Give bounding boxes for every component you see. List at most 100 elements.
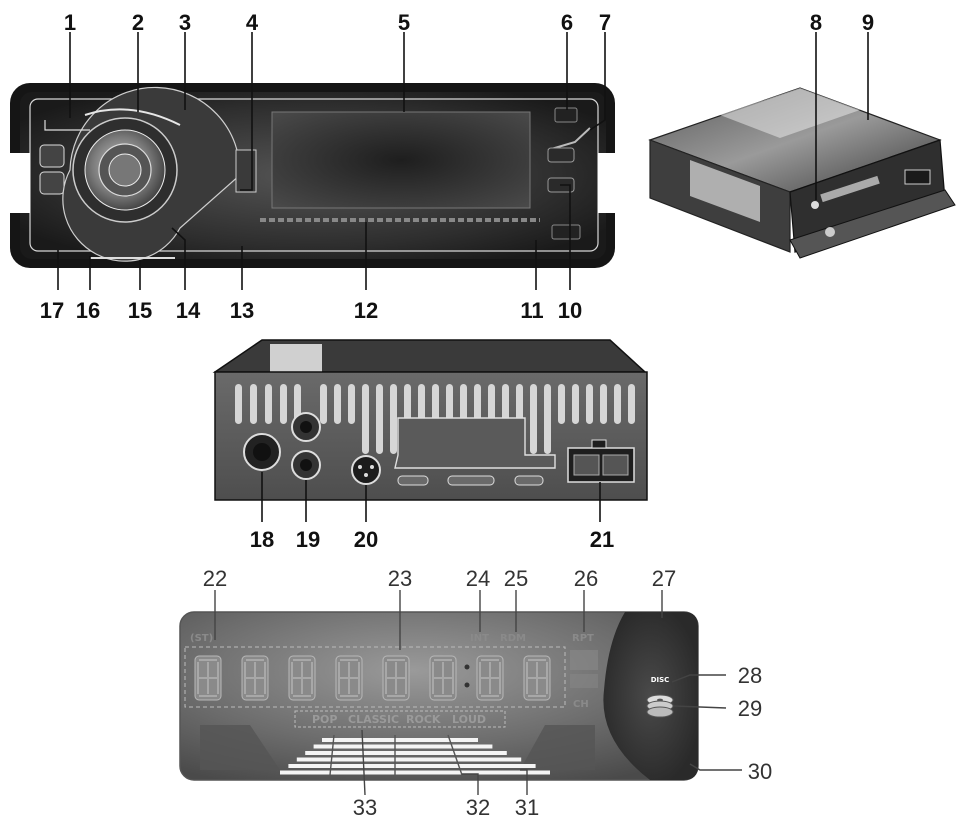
level-bar [313, 744, 493, 749]
chassis-callouts: 8 9 [810, 10, 874, 35]
vent-slot [250, 384, 257, 424]
mode-button[interactable] [235, 149, 257, 193]
vent-slot [586, 384, 593, 424]
vent-slot [544, 384, 551, 454]
lcd-int: INT [470, 633, 489, 644]
callout-8: 8 [810, 10, 822, 35]
lcd-digit [523, 655, 551, 701]
callout-32: 32 [466, 795, 490, 820]
callout-2: 2 [132, 10, 144, 35]
lcd-callouts: 22 23 24 25 26 27 28 29 30 33 32 31 [203, 566, 772, 820]
callout-30: 30 [748, 759, 772, 784]
lcd-display: (ST) INT RDM RPT CH POP CLASSIC ROCK LOU… [179, 611, 699, 781]
lcd-level-bars [280, 738, 550, 775]
vent-slot [614, 384, 621, 424]
callout-18: 18 [250, 527, 274, 552]
vent-slot [390, 384, 397, 454]
vent-slot [320, 384, 327, 424]
lcd-digit [335, 655, 363, 701]
lcd-digit [241, 655, 269, 701]
callout-16: 16 [76, 298, 100, 323]
callout-25: 25 [504, 566, 528, 591]
power-button[interactable] [554, 107, 578, 123]
level-bar [288, 764, 536, 768]
lcd-digit [476, 655, 504, 701]
callout-1: 1 [64, 10, 76, 35]
lcd-rpt: RPT [572, 633, 594, 644]
callout-11: 11 [520, 298, 543, 323]
left-tab [10, 153, 30, 213]
lcd-digit [382, 655, 410, 701]
level-bar [322, 738, 478, 742]
chassis [648, 87, 956, 259]
rear-callouts: 18 19 20 21 [250, 527, 614, 552]
rear-leaders [261, 472, 601, 522]
front-display [271, 111, 531, 209]
vent-slot [376, 384, 383, 454]
callout-19: 19 [296, 527, 320, 552]
callout-23: 23 [388, 566, 412, 591]
vent-slot [280, 384, 287, 424]
vent-slot [235, 384, 242, 424]
vent-slot [600, 384, 607, 424]
lcd-eq-loud: LOUD [452, 713, 486, 726]
callout-33: 33 [353, 795, 377, 820]
vent-slot [628, 384, 635, 424]
reset-hole [811, 201, 819, 209]
lcd-leaders [214, 590, 742, 796]
vent-slot [558, 384, 565, 424]
rear-panel [212, 339, 648, 501]
lcd-eq-classic: CLASSIC [348, 713, 399, 726]
callout-27: 27 [652, 566, 676, 591]
lcd-disc-label: DISC [651, 676, 670, 684]
callout-24: 24 [466, 566, 490, 591]
callout-20: 20 [354, 527, 378, 552]
chassis-leaders [815, 32, 869, 200]
front-callouts: 1 2 3 4 5 6 7 17 16 15 14 13 12 11 10 [40, 10, 611, 323]
vent-slot [530, 384, 537, 454]
callout-12: 12 [354, 298, 378, 323]
vent-slot [348, 384, 355, 424]
lcd-rdm: RDM [500, 633, 526, 644]
callout-9: 9 [862, 10, 874, 35]
front-panel [10, 83, 616, 268]
seek-up-button[interactable] [547, 147, 575, 163]
callout-13: 13 [230, 298, 254, 323]
chassis-slot [820, 175, 880, 203]
level-bar [296, 757, 522, 762]
vent-slot [572, 384, 579, 424]
callout-14: 14 [176, 298, 201, 323]
level-bar [305, 751, 507, 755]
callout-28: 28 [738, 663, 762, 688]
callout-21: 21 [590, 527, 614, 552]
lcd-digit [429, 655, 457, 701]
callout-4: 4 [246, 10, 259, 35]
vent-slot [265, 384, 272, 424]
din-connector [351, 455, 381, 485]
callout-10: 10 [558, 298, 582, 323]
lcd-eq-rock: ROCK [406, 713, 441, 726]
release-button[interactable] [39, 144, 65, 168]
vent-slot [334, 384, 341, 424]
disc-icon [646, 694, 674, 718]
lcd-digit [288, 655, 316, 701]
lcd-eq-pop: POP [312, 713, 337, 726]
callout-31: 31 [515, 795, 539, 820]
callout-22: 22 [203, 566, 227, 591]
level-bar [280, 770, 550, 775]
callout-17: 17 [40, 298, 64, 323]
callout-5: 5 [398, 10, 410, 35]
lcd-digit [194, 655, 222, 701]
callout-7: 7 [599, 10, 611, 35]
right-tab [598, 153, 616, 213]
lcd-digits [194, 655, 551, 701]
callout-6: 6 [561, 10, 573, 35]
front-leaders [57, 32, 606, 290]
callout-29: 29 [738, 696, 762, 721]
vent-slot [362, 384, 369, 454]
callout-15: 15 [128, 298, 152, 323]
callout-3: 3 [179, 10, 191, 35]
lcd-ch: CH [573, 699, 589, 710]
volume-knob[interactable] [62, 86, 241, 262]
